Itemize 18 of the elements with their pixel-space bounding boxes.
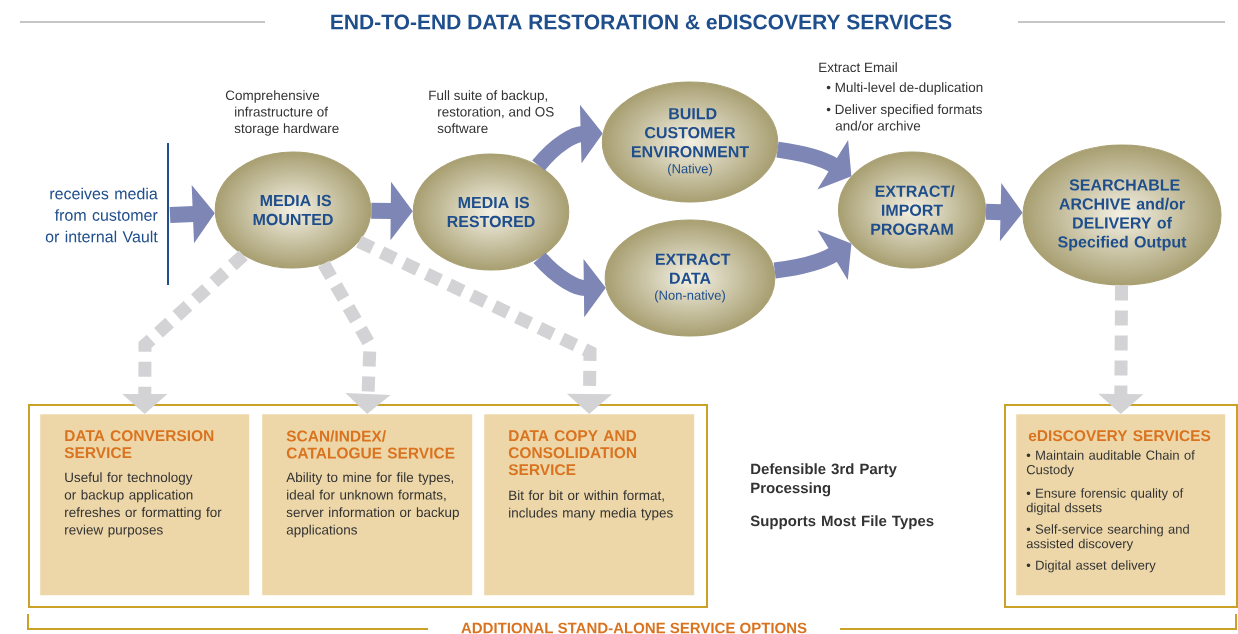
group-frame [1004, 404, 1238, 608]
caption-text: • Multi-level de-duplication [826, 82, 983, 95]
note-text: Supports Most File Types [750, 515, 934, 530]
caption-text: • Deliver specified formats and/or archive [826, 104, 982, 131]
service-box: DATA COPY AND CONSOLIDATION SERVICE Bit for bit or within format, includes many media types [484, 414, 695, 596]
service-box: DATA CONVERSION SERVICE Useful for technology or backup application refreshes or formatting for review purposes [40, 414, 250, 596]
bracket-label: ADDITIONAL STAND-ALONE SERVICE OPTIONS [461, 622, 807, 634]
arrow [356, 235, 613, 414]
source-text: receives media from customer or internal Vault [45, 187, 158, 243]
arrow [318, 260, 391, 414]
caption-text: Comprehensive infrastructure of storage hardware [225, 90, 339, 136]
title: END-TO-END DATA RESTORATION & eDISCOVERY SERVICES [331, 14, 952, 30]
caption-text: Full suite of backup, restoration, and OS software [429, 90, 554, 134]
caption-text: Extract Email [819, 62, 897, 73]
group-frame [28, 404, 708, 608]
service-box: eDISCOVERY SERVICES • Maintain auditable Chain of Custody • Ensure forensic quality of digital dssets • Self-service searching and assisted discovery • Digital asset delivery [1016, 414, 1226, 596]
note-text: Defensible 3rd Party Processing [751, 463, 897, 497]
service-box: SCAN/INDEX/ CATALOGUE SERVICE Ability to mine for file types, ideal for unknown formats, server information or backup applications [262, 414, 473, 596]
